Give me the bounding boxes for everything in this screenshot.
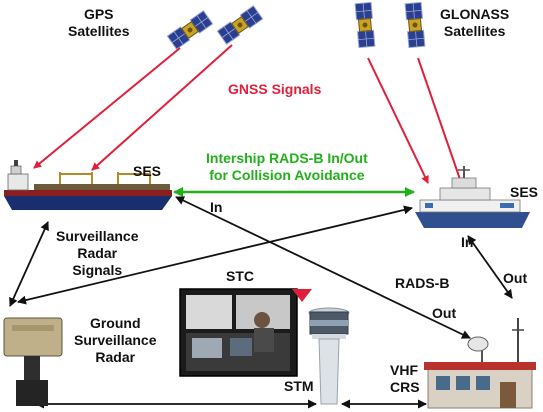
out-right-label: Out [503, 270, 528, 286]
label-line: Intership RADS-B In/Out [206, 150, 368, 166]
surveillance-radar-signals-label: Surveillance Radar Signals [56, 228, 139, 279]
stm-label: STM [284, 378, 314, 394]
intership-label: Intership RADS-B In/Out for Collision Av… [206, 150, 368, 184]
ses-right-label: SES [510, 184, 539, 200]
label-line: Signals [72, 262, 123, 278]
label-line: Ground [89, 315, 141, 331]
ground-surveillance-radar-label: Ground Surveillance Radar [74, 315, 157, 366]
satellite-icon [354, 1, 376, 49]
gnss-arrow-glonass-1 [367, 57, 429, 184]
rads-b-label: RADS-B [395, 275, 450, 291]
gps-satellites-label: GPS Satellites [68, 6, 129, 40]
satellite-icon [216, 5, 264, 45]
label-line: Radar [77, 245, 118, 261]
link-left-ship-to-radar [9, 221, 49, 307]
radio-station-icon [424, 318, 536, 409]
label-line: Satellites [68, 23, 130, 39]
glonass-satellite-2 [404, 1, 426, 49]
in-left-label: In [210, 199, 223, 215]
out-lower-label: Out [432, 305, 457, 321]
label-line: Radar [95, 349, 136, 365]
link-left-ship-to-station [175, 196, 471, 339]
label-line: Satellites [443, 23, 506, 39]
gnss-signals-label: GNSS Signals [228, 81, 322, 97]
control-tower-icon [308, 307, 350, 405]
link-right-ship-to-station [467, 235, 513, 299]
gnss-arrow-glonass-2 [417, 57, 464, 186]
gnss-arrow-gps-2 [91, 44, 233, 171]
gps-satellite-1 [166, 10, 214, 50]
label-line: Surveillance [74, 332, 157, 348]
glonass-satellite-1 [354, 1, 376, 49]
label-line: for Collision Avoidance [209, 167, 365, 183]
satellite-icon [404, 1, 426, 49]
in-right-label: In [461, 234, 474, 250]
label-line: VHF [390, 362, 418, 378]
label-line: GPS [83, 6, 114, 22]
radar-icon [3, 317, 63, 406]
vhf-crs-label: VHF CRS [390, 362, 420, 396]
satellite-icon [166, 10, 214, 50]
control-room-photo [179, 288, 312, 377]
label-line: GLONASS [440, 6, 510, 22]
label-line: CRS [390, 379, 420, 395]
stc-label: STC [226, 268, 254, 284]
label-line: Surveillance [56, 228, 139, 244]
glonass-satellites-label: GLONASS Satellites [440, 6, 509, 40]
ses-left-label: SES [133, 163, 162, 179]
gnss-arrow-gps-1 [33, 47, 181, 169]
gps-satellite-2 [216, 5, 264, 45]
